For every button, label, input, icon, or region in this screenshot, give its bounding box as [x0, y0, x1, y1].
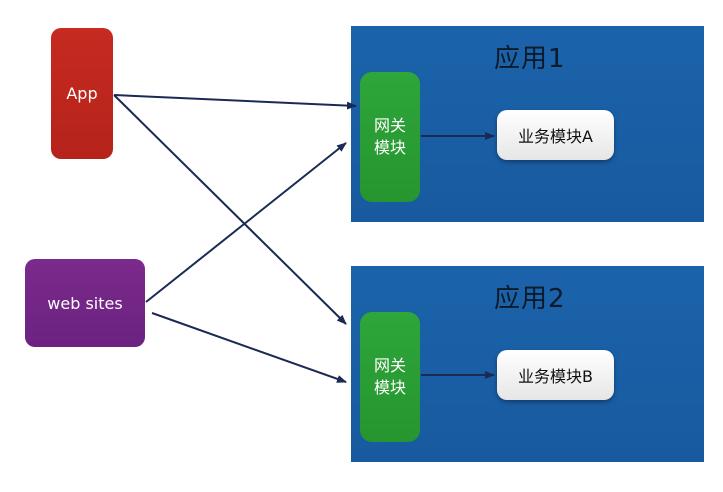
gateway-2-label-line1: 网关: [373, 356, 406, 375]
application-1-panel: 应用1 网关 模块 业务模块A: [351, 26, 704, 222]
arrow-app-to-gateway-1: [113, 94, 357, 110]
application-1-title: 应用1: [494, 44, 566, 74]
application-2-title: 应用2: [494, 284, 566, 314]
arrow-app-to-gateway-2: [113, 94, 347, 325]
client-app-box: App: [51, 28, 113, 159]
arrow-web-to-gateway-2: [151, 312, 347, 383]
business-module-b: 业务模块B: [497, 350, 614, 400]
business-module-a: 业务模块A: [497, 110, 614, 160]
gateway-1-label-line1: 网关: [373, 116, 406, 135]
gateway-module-1: 网关 模块: [360, 72, 420, 202]
application-2-panel: 应用2 网关 模块 业务模块B: [351, 266, 704, 462]
gateway-module-2: 网关 模块: [360, 312, 420, 442]
client-web-sites-box: web sites: [25, 259, 145, 347]
gateway-1-label-line2: 模块: [373, 138, 406, 157]
gateway-2-label-line2: 模块: [373, 378, 406, 397]
arrow-web-to-gateway-1: [145, 142, 347, 303]
